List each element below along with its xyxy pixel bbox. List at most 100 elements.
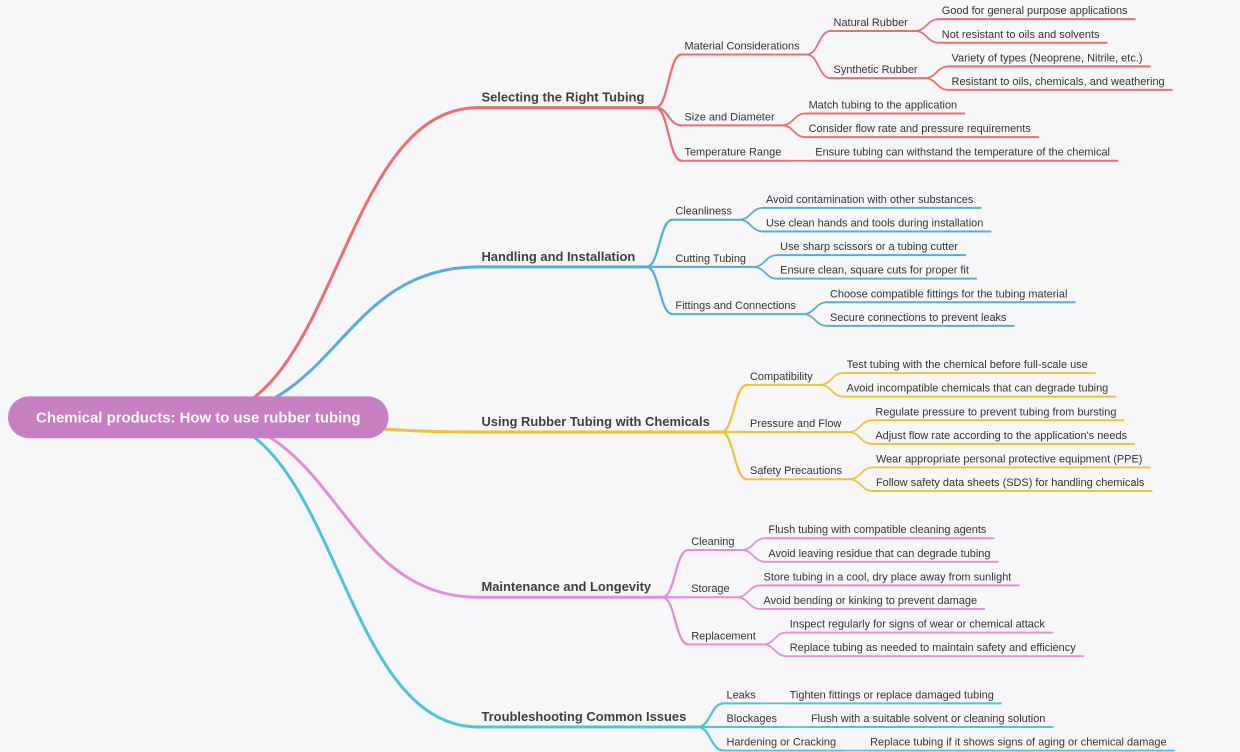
node-avoid-leaving-residue-that-can-degrade-tubing[interactable]: Avoid leaving residue that can degrade t…: [764, 548, 999, 563]
node-label[interactable]: Tighten fittings or replace damaged tubi…: [790, 689, 994, 701]
node-label[interactable]: Cleaning: [691, 536, 734, 548]
node-label[interactable]: Replace tubing as needed to maintain saf…: [790, 642, 1077, 654]
node-maintenance-and-longevity[interactable]: Maintenance and Longevity: [476, 579, 664, 599]
node-label[interactable]: Use sharp scissors or a tubing cutter: [780, 241, 958, 253]
node-label[interactable]: Regulate pressure to prevent tubing from…: [875, 406, 1116, 418]
node-label[interactable]: Wear appropriate personal protective equ…: [876, 453, 1142, 465]
node-label[interactable]: Avoid leaving residue that can degrade t…: [768, 548, 990, 560]
node-secure-connections-to-prevent-leaks[interactable]: Secure connections to prevent leaks: [825, 312, 1015, 327]
node-label[interactable]: Flush with a suitable solvent or cleanin…: [811, 713, 1045, 725]
node-storage[interactable]: Storage: [687, 583, 738, 599]
node-label[interactable]: Leaks: [727, 689, 757, 701]
branch-label[interactable]: Selecting the Right Tubing: [481, 90, 644, 105]
node-label[interactable]: Compatibility: [750, 371, 813, 383]
node-label[interactable]: Choose compatible fittings for the tubin…: [830, 288, 1067, 300]
node-flush-with-a-suitable-solvent-or-cleaning-soluti[interactable]: Flush with a suitable solvent or cleanin…: [806, 713, 1054, 728]
node-material-considerations[interactable]: Material Considerations: [680, 41, 808, 56]
node-temperature-range[interactable]: Temperature Range: [680, 147, 790, 162]
node-avoid-contamination-with-other-substances[interactable]: Avoid contamination with other substance…: [761, 194, 982, 209]
node-label[interactable]: Flush tubing with compatible cleaning ag…: [768, 524, 987, 536]
node-label[interactable]: Store tubing in a cool, dry place away f…: [764, 571, 1012, 583]
node-label[interactable]: Resistant to oils, chemicals, and weathe…: [952, 76, 1165, 88]
node-leaks[interactable]: Leaks: [722, 689, 764, 705]
node-label[interactable]: Temperature Range: [684, 147, 781, 159]
node-safety-precautions[interactable]: Safety Precautions: [746, 465, 851, 481]
node-wear-appropriate-personal-protective-equipment-p[interactable]: Wear appropriate personal protective equ…: [871, 453, 1151, 469]
node-troubleshooting-common-issues[interactable]: Troubleshooting Common Issues: [476, 709, 700, 729]
branch-label[interactable]: Troubleshooting Common Issues: [481, 709, 686, 724]
node-label[interactable]: Good for general purpose applications: [942, 5, 1128, 17]
node-label[interactable]: Variety of types (Neoprene, Nitrile, etc…: [952, 52, 1143, 64]
node-use-sharp-scissors-or-a-tubing-cutter[interactable]: Use sharp scissors or a tubing cutter: [776, 241, 967, 257]
node-label[interactable]: Pressure and Flow: [750, 418, 841, 430]
node-inspect-regularly-for-signs-of-wear-or-chemical-[interactable]: Inspect regularly for signs of wear or c…: [785, 619, 1054, 634]
node-label[interactable]: Adjust flow rate according to the applic…: [875, 430, 1127, 442]
node-label[interactable]: Storage: [691, 583, 729, 595]
node-avoid-incompatible-chemicals-that-can-degrade-tu[interactable]: Avoid incompatible chemicals that can de…: [842, 383, 1117, 398]
node-synthetic-rubber[interactable]: Synthetic Rubber: [829, 64, 926, 80]
node-label[interactable]: Material Considerations: [684, 41, 800, 53]
node-using-rubber-tubing-with-chemicals[interactable]: Using Rubber Tubing with Chemicals: [476, 414, 723, 434]
branch-label[interactable]: Maintenance and Longevity: [481, 579, 651, 594]
node-fittings-and-connections[interactable]: Fittings and Connections: [671, 300, 805, 316]
node-cutting-tubing[interactable]: Cutting Tubing: [671, 253, 755, 268]
node-compatibility[interactable]: Compatibility: [746, 371, 821, 386]
node-flush-tubing-with-compatible-cleaning-agents[interactable]: Flush tubing with compatible cleaning ag…: [764, 524, 995, 540]
node-label[interactable]: Not resistant to oils and solvents: [942, 29, 1100, 41]
node-pressure-and-flow[interactable]: Pressure and Flow: [746, 418, 850, 434]
node-label[interactable]: Fittings and Connections: [675, 300, 796, 312]
node-choose-compatible-fittings-for-the-tubing-materi[interactable]: Choose compatible fittings for the tubin…: [825, 288, 1076, 304]
node-label[interactable]: Ensure tubing can withstand the temperat…: [815, 147, 1110, 159]
node-ensure-clean-square-cuts-for-proper-fit[interactable]: Ensure clean, square cuts for proper fit: [776, 265, 978, 280]
node-label[interactable]: Natural Rubber: [834, 17, 909, 29]
node-blockages[interactable]: Blockages: [722, 713, 786, 728]
node-adjust-flow-rate-according-to-the-application-s-[interactable]: Adjust flow rate according to the applic…: [871, 430, 1136, 445]
node-label[interactable]: Cleanliness: [675, 206, 732, 218]
node-label[interactable]: Blockages: [727, 713, 778, 725]
node-label[interactable]: Secure connections to prevent leaks: [830, 312, 1007, 324]
node-store-tubing-in-a-cool-dry-place-away-from-sunli[interactable]: Store tubing in a cool, dry place away f…: [759, 571, 1020, 587]
node-hardening-or-cracking[interactable]: Hardening or Cracking: [722, 737, 845, 752]
node-label[interactable]: Avoid incompatible chemicals that can de…: [847, 383, 1109, 395]
node-regulate-pressure-to-prevent-tubing-from-burstin[interactable]: Regulate pressure to prevent tubing from…: [871, 406, 1125, 422]
node-label[interactable]: Replace tubing if it shows signs of agin…: [870, 737, 1167, 749]
node-tighten-fittings-or-replace-damaged-tubing[interactable]: Tighten fittings or replace damaged tubi…: [785, 689, 1003, 705]
node-label[interactable]: Safety Precautions: [750, 465, 842, 477]
node-label[interactable]: Size and Diameter: [684, 111, 774, 123]
node-label[interactable]: Follow safety data sheets (SDS) for hand…: [876, 477, 1145, 489]
node-test-tubing-with-the-chemical-before-full-scale-[interactable]: Test tubing with the chemical before ful…: [842, 359, 1096, 375]
node-label[interactable]: Avoid bending or kinking to prevent dama…: [764, 595, 978, 607]
node-match-tubing-to-the-application[interactable]: Match tubing to the application: [804, 100, 966, 115]
node-selecting-the-right-tubing[interactable]: Selecting the Right Tubing: [476, 90, 658, 110]
node-replace-tubing-as-needed-to-maintain-safety-and-[interactable]: Replace tubing as needed to maintain saf…: [785, 642, 1084, 658]
node-label[interactable]: Hardening or Cracking: [727, 737, 837, 749]
node-label[interactable]: Cutting Tubing: [675, 253, 746, 265]
node-cleaning[interactable]: Cleaning: [687, 536, 743, 552]
node-variety-of-types-neoprene-nitrile-etc[interactable]: Variety of types (Neoprene, Nitrile, etc…: [947, 52, 1151, 68]
node-label[interactable]: Use clean hands and tools during install…: [766, 218, 983, 230]
node-handling-and-installation[interactable]: Handling and Installation: [476, 249, 648, 269]
node-replace-tubing-if-it-shows-signs-of-aging-or-che[interactable]: Replace tubing if it shows signs of agin…: [866, 737, 1175, 752]
node-resistant-to-oils-chemicals-and-weathering[interactable]: Resistant to oils, chemicals, and weathe…: [947, 76, 1173, 91]
node-consider-flow-rate-and-pressure-requirements[interactable]: Consider flow rate and pressure requirem…: [804, 123, 1039, 139]
node-use-clean-hands-and-tools-during-installation[interactable]: Use clean hands and tools during install…: [761, 218, 992, 233]
node-cleanliness[interactable]: Cleanliness: [671, 206, 741, 221]
node-natural-rubber[interactable]: Natural Rubber: [829, 17, 916, 32]
node-good-for-general-purpose-applications[interactable]: Good for general purpose applications: [937, 5, 1136, 21]
node-not-resistant-to-oils-and-solvents[interactable]: Not resistant to oils and solvents: [937, 29, 1108, 44]
central-topic-box[interactable]: [7, 396, 389, 439]
node-label[interactable]: Consider flow rate and pressure requirem…: [809, 123, 1032, 135]
node-label[interactable]: Avoid contamination with other substance…: [766, 194, 974, 206]
node-avoid-bending-or-kinking-to-prevent-damage[interactable]: Avoid bending or kinking to prevent dama…: [759, 595, 986, 610]
branch-label[interactable]: Using Rubber Tubing with Chemicals: [481, 414, 709, 429]
node-label[interactable]: Inspect regularly for signs of wear or c…: [790, 619, 1046, 631]
node-label[interactable]: Match tubing to the application: [809, 100, 958, 112]
node-size-and-diameter[interactable]: Size and Diameter: [680, 111, 783, 127]
node-follow-safety-data-sheets-sds-for-handling-chemi[interactable]: Follow safety data sheets (SDS) for hand…: [871, 477, 1153, 493]
node-label[interactable]: Synthetic Rubber: [834, 64, 918, 76]
node-label[interactable]: Test tubing with the chemical before ful…: [847, 359, 1088, 371]
node-ensure-tubing-can-withstand-the-temperature-of-t[interactable]: Ensure tubing can withstand the temperat…: [811, 147, 1119, 162]
node-replacement[interactable]: Replacement: [687, 630, 764, 646]
node-label[interactable]: Replacement: [691, 630, 756, 642]
branch-label[interactable]: Handling and Installation: [481, 249, 635, 264]
